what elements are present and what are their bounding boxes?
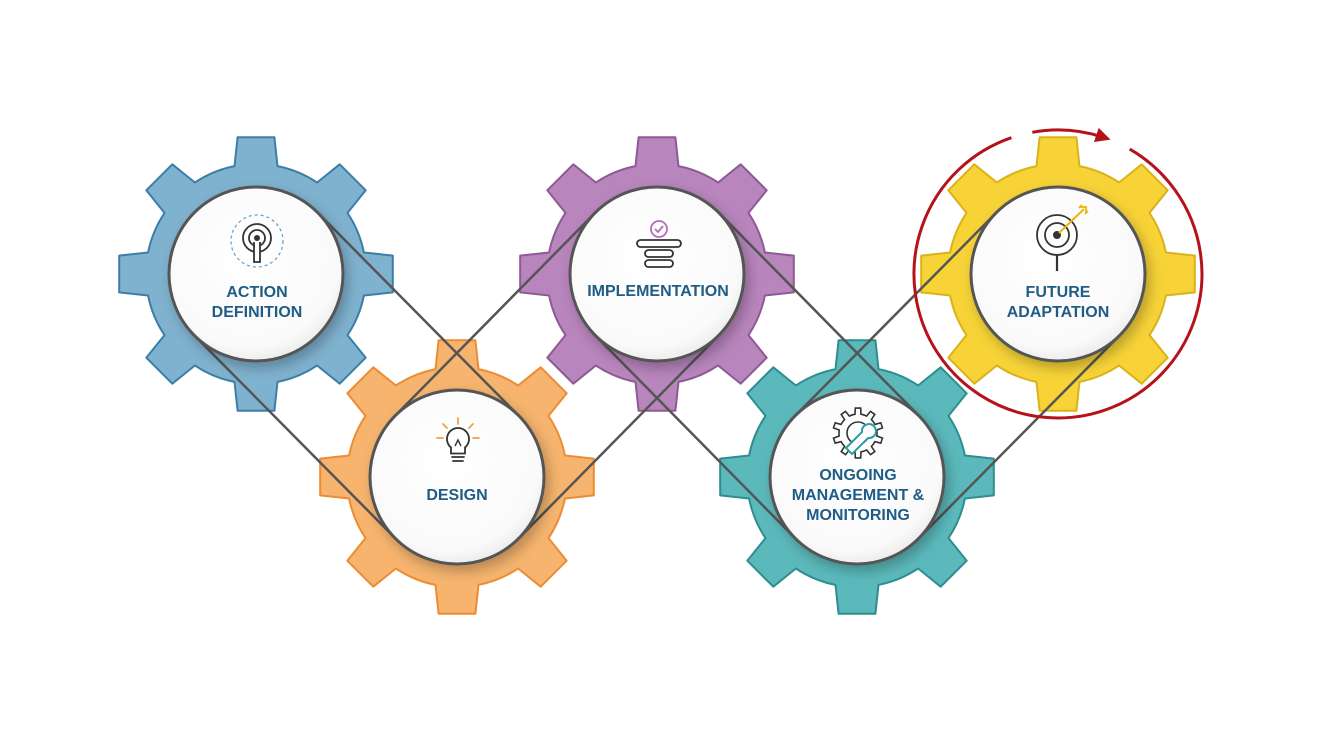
gear-wrench-icon bbox=[832, 407, 884, 459]
step-label-future-adaptation: FUTURE ADAPTATION bbox=[1006, 284, 1110, 321]
connector-line-4-2 bbox=[794, 211, 998, 417]
step-label-action-definition: ACTION DEFINITION bbox=[211, 284, 303, 321]
disc-action-definition bbox=[167, 185, 345, 363]
connector-line-3-1 bbox=[594, 334, 796, 539]
step-label-implementation: IMPLEMENTATION bbox=[587, 283, 729, 300]
disc-future-adaptation bbox=[969, 185, 1147, 363]
connector-line-1-2 bbox=[316, 211, 520, 417]
step-label-ongoing-management-monitoring: ONGOING MANAGEMENT & MONITORING bbox=[791, 467, 925, 524]
disc-implementation bbox=[568, 185, 746, 363]
touch-target-icon bbox=[230, 214, 284, 268]
lightbulb-icon bbox=[436, 417, 480, 462]
connector-line-4-1 bbox=[917, 334, 1121, 540]
connector-line-3-2 bbox=[718, 212, 920, 417]
disc-design bbox=[368, 388, 546, 566]
target-arrow-icon bbox=[1036, 204, 1089, 271]
connector-line-2-1 bbox=[518, 334, 720, 539]
highlight-ring-arrow bbox=[1032, 127, 1111, 143]
connector-line-1-1 bbox=[193, 334, 397, 540]
connector-line-2-2 bbox=[394, 212, 596, 417]
disc-ongoing-management-monitoring bbox=[768, 388, 946, 566]
highlight-ring bbox=[912, 136, 1204, 420]
checklist-signpost-icon bbox=[636, 220, 682, 268]
step-label-design: DESIGN bbox=[426, 487, 488, 504]
